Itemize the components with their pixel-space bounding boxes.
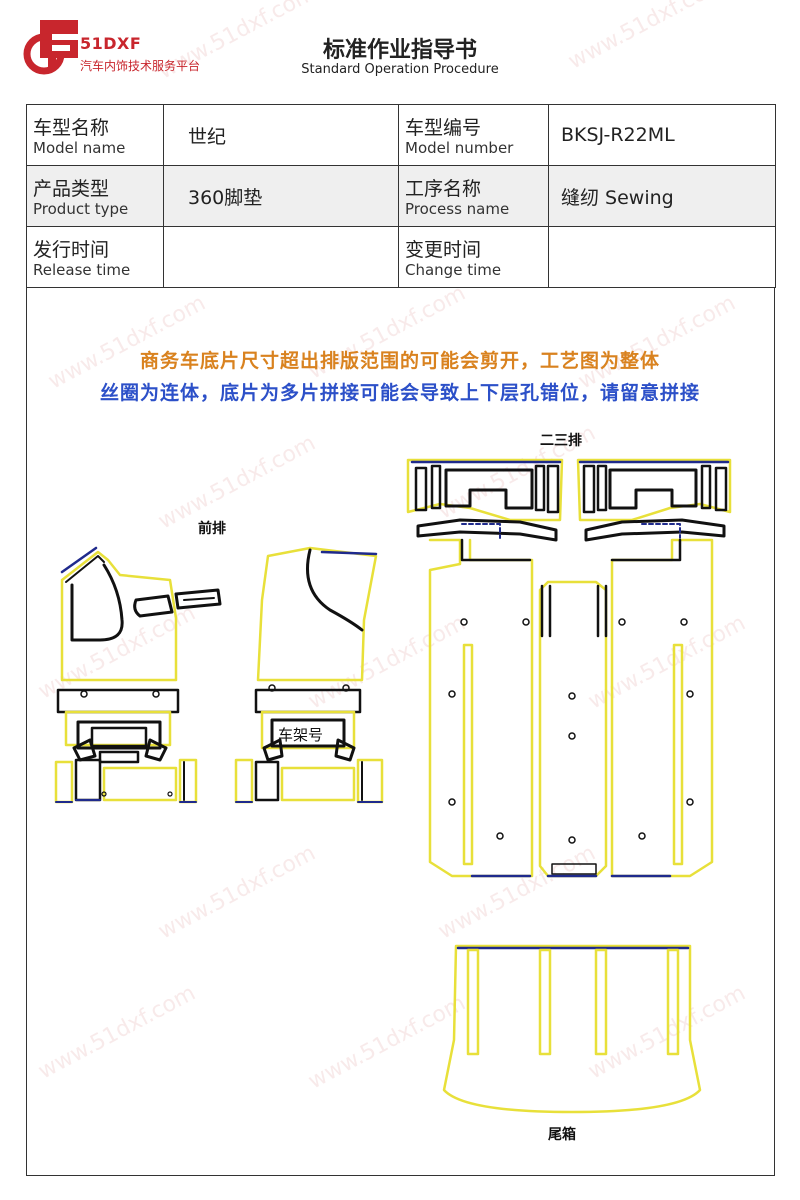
page-title: 标准作业指导书 xyxy=(322,38,477,63)
front-row-label: 前排 xyxy=(198,521,226,537)
label-zh: 变更时间 xyxy=(405,239,482,261)
product-type-label: 产品类型 Product type xyxy=(26,165,164,227)
table-row: 车型名称 Model name 世纪 车型编号 Model number BKS… xyxy=(26,104,776,166)
label-en: Release time xyxy=(33,261,131,279)
frame-number-label: 车架号 xyxy=(278,726,324,744)
label-en: Product type xyxy=(33,200,129,218)
brand-tagline: 汽车内饰技术服务平台 xyxy=(80,59,201,73)
info-table: 车型名称 Model name 世纪 车型编号 Model number BKS… xyxy=(26,104,776,288)
label-zh: 发行时间 xyxy=(33,239,110,261)
process-name-label: 工序名称 Process name xyxy=(398,165,549,227)
second-third-row-label: 二三排 xyxy=(540,433,582,449)
rear-middle-mat xyxy=(538,580,608,878)
value-text: 缝纫 Sewing xyxy=(561,186,674,209)
label-en: Process name xyxy=(405,200,510,218)
table-row: 发行时间 Release time 变更时间 Change time xyxy=(26,226,776,288)
label-zh: 车型名称 xyxy=(33,117,110,139)
drawing-frame xyxy=(26,288,775,1176)
label-zh: 工序名称 xyxy=(405,178,482,200)
trunk-label: 尾箱 xyxy=(548,1127,576,1143)
brand-logo xyxy=(23,20,78,75)
product-type-value: 360脚垫 xyxy=(163,165,399,227)
release-time-value xyxy=(163,226,399,288)
value-text: 360脚垫 xyxy=(188,186,263,209)
change-time-value xyxy=(548,226,776,288)
label-zh: 车型编号 xyxy=(405,117,482,139)
front-small-pieces xyxy=(133,588,222,618)
brand-name: 51DXF xyxy=(80,34,142,53)
label-en: Model name xyxy=(33,139,126,157)
model-number-value: BKSJ-R22ML xyxy=(548,104,776,166)
change-time-label: 变更时间 Change time xyxy=(398,226,549,288)
value-text: BKSJ-R22ML xyxy=(561,124,675,146)
note-line-2: 丝圈为连体，底片为多片拼接可能会导致上下层孔错位，请留意拼接 xyxy=(99,382,700,404)
front-right-mat xyxy=(234,546,384,804)
process-name-value: 缝纫 Sewing xyxy=(548,165,776,227)
page-subtitle: Standard Operation Procedure xyxy=(301,62,499,77)
note-line-1: 商务车底片尺寸超出排版范围的可能会剪开，工艺图为整体 xyxy=(139,350,660,372)
trunk-mat xyxy=(442,944,702,1114)
model-number-label: 车型编号 Model number xyxy=(398,104,549,166)
front-left-mat xyxy=(54,546,198,804)
release-time-label: 发行时间 Release time xyxy=(26,226,164,288)
value-text: 世纪 xyxy=(188,125,227,148)
label-en: Change time xyxy=(405,261,502,279)
rear-right-mat xyxy=(576,458,732,878)
label-zh: 产品类型 xyxy=(33,178,110,200)
label-en: Model number xyxy=(405,139,514,157)
table-row: 产品类型 Product type 360脚垫 工序名称 Process nam… xyxy=(26,165,776,227)
rear-left-mat xyxy=(406,458,564,878)
